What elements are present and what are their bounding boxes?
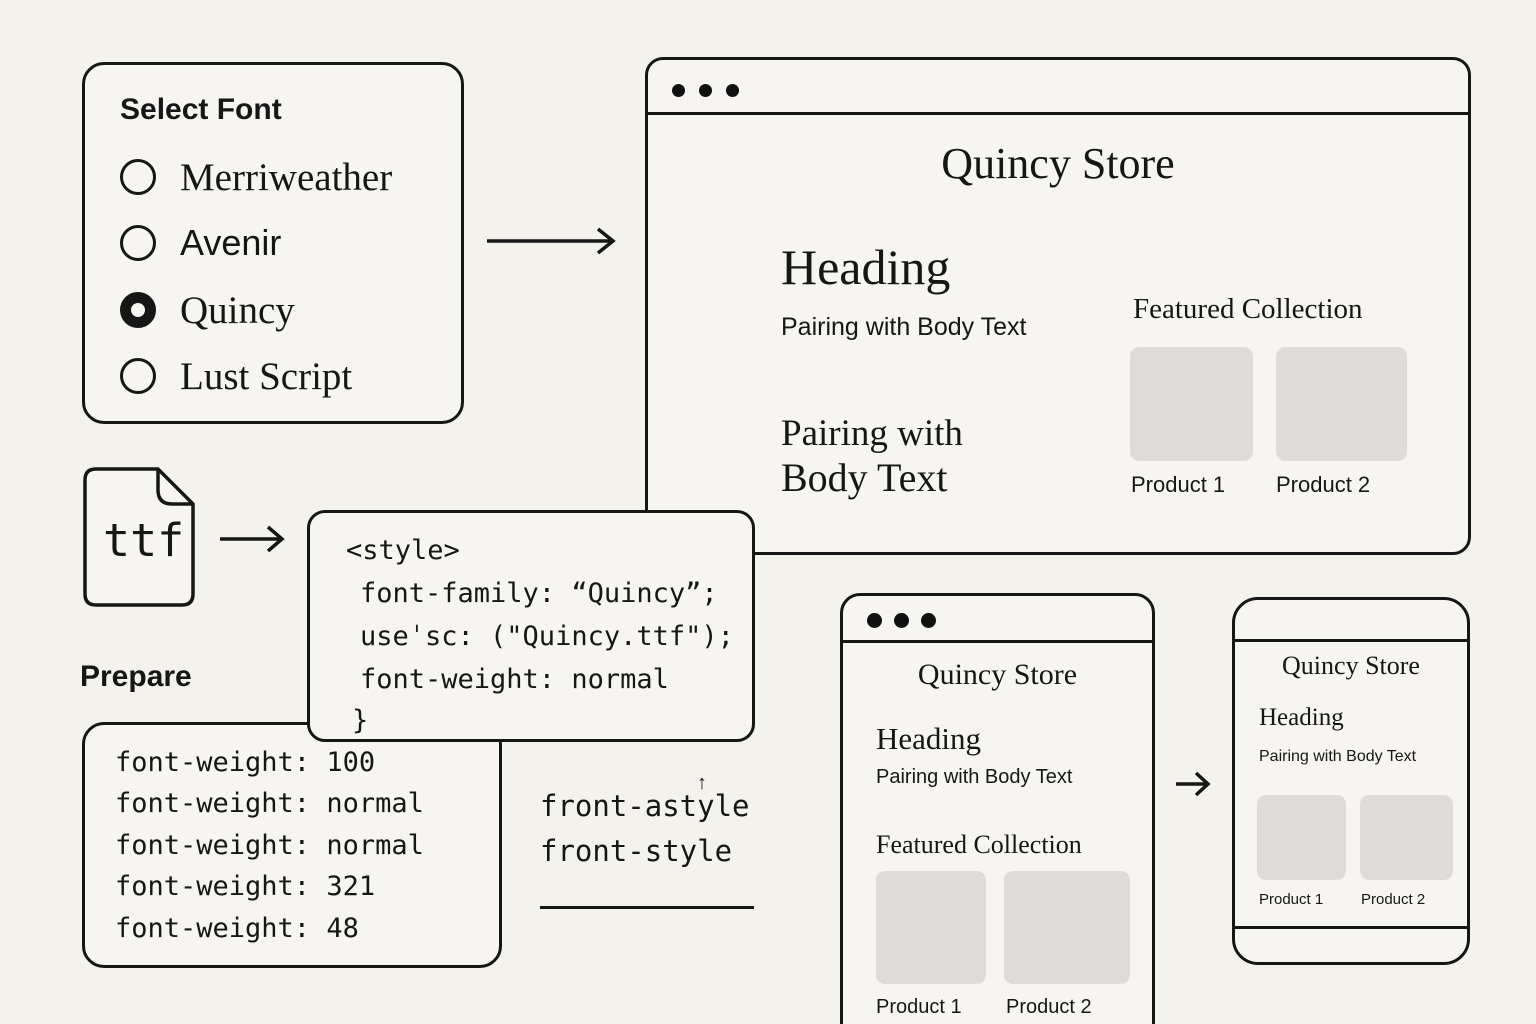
product-label: Product 1	[1259, 891, 1324, 908]
font-weight-line: font-weight: normal	[115, 788, 424, 819]
css-line: useˈsc: ("Quincy.ttf");	[360, 621, 734, 652]
window-dot-icon	[726, 84, 739, 97]
font-picker-panel: Select Font Merriweather Avenir Quincy L…	[82, 62, 464, 424]
window-dot-icon	[699, 84, 712, 97]
font-picker-title: Select Font	[120, 93, 282, 126]
preview-body-pairing: Pairing with Body Text	[781, 313, 1027, 341]
preview-heading: Heading	[781, 239, 951, 295]
featured-collection-title: Featured Collection	[876, 830, 1082, 859]
radio-unselected-icon	[120, 358, 156, 394]
font-option-label: Merriweather	[180, 155, 393, 199]
font-option-label: Avenir	[180, 222, 282, 263]
text-cursor-icon: ↑	[697, 772, 707, 794]
arrow-right-icon	[218, 524, 296, 554]
preview-heading: Heading	[876, 721, 982, 756]
product-label: Product 2	[1006, 996, 1092, 1018]
font-option-label: Lust Script	[180, 354, 353, 398]
arrow-right-icon	[1174, 769, 1220, 799]
font-option-merriweather[interactable]: Merriweather	[120, 151, 392, 203]
desktop-titlebar	[648, 60, 1468, 115]
product-label: Product 1	[1131, 472, 1226, 497]
css-line: }	[352, 705, 369, 736]
css-snippet-card: <style> font-family: “Quincy”; useˈsc: (…	[307, 510, 755, 742]
arrow-right-icon	[485, 226, 627, 256]
preview-body-pairing: Pairing with Body Text	[1259, 748, 1417, 765]
desktop-preview-window: Quincy Store Heading Pairing with Body T…	[645, 57, 1471, 555]
font-option-quincy[interactable]: Quincy	[120, 284, 295, 336]
font-weight-line: font-weight: 321	[115, 871, 376, 902]
pairing-large-line1: Pairing with	[781, 413, 963, 454]
style-underline	[540, 906, 754, 909]
product-label: Product 1	[876, 996, 962, 1018]
product-image-placeholder	[1004, 871, 1130, 984]
product-image-placeholder	[1257, 795, 1346, 880]
font-option-label: Quincy	[180, 288, 295, 332]
product-image-placeholder	[1360, 795, 1453, 880]
store-title: Quincy Store	[941, 139, 1175, 188]
font-weight-line: font-weight: 100	[115, 747, 376, 778]
phone-top-bezel	[1235, 600, 1467, 642]
window-dot-icon	[672, 84, 685, 97]
font-weight-line: font-weight: 48	[115, 913, 359, 944]
css-line: font-family: “Quincy”;	[360, 578, 718, 609]
radio-selected-icon	[120, 292, 156, 328]
radio-unselected-icon	[120, 159, 156, 195]
window-dot-icon	[894, 613, 909, 628]
font-weight-line: font-weight: normal	[115, 830, 424, 861]
ttf-file-icon: ttf	[82, 466, 196, 608]
preview-heading: Heading	[1259, 704, 1344, 731]
style-scribble-line1: front-astyle	[540, 789, 750, 823]
font-option-avenir[interactable]: Avenir	[120, 217, 281, 269]
css-line: <style>	[346, 535, 460, 566]
product-label: Product 2	[1361, 891, 1426, 908]
product-label: Product 2	[1276, 472, 1371, 497]
ttf-file-label: ttf	[103, 514, 185, 567]
tablet-preview-window: Quincy Store Heading Pairing with Body T…	[840, 593, 1155, 1024]
font-option-lust-script[interactable]: Lust Script	[120, 350, 352, 402]
phone-preview-window: Quincy Store Heading Pairing with Body T…	[1232, 597, 1470, 965]
prepare-label: Prepare	[80, 660, 192, 693]
product-image-placeholder	[876, 871, 986, 984]
product-image-placeholder	[1276, 347, 1407, 461]
radio-unselected-icon	[120, 225, 156, 261]
window-dot-icon	[921, 613, 936, 628]
store-title: Quincy Store	[1282, 651, 1420, 680]
font-weight-list-panel: font-weight: 100 font-weight: normal fon…	[82, 722, 502, 968]
phone-bottom-bezel-line	[1235, 926, 1467, 929]
pairing-large-line2: Body Text	[781, 455, 948, 500]
product-image-placeholder	[1130, 347, 1253, 461]
window-dot-icon	[867, 613, 882, 628]
preview-body-pairing: Pairing with Body Text	[876, 766, 1073, 788]
style-scribble-line2: front-style	[540, 834, 733, 868]
tablet-titlebar	[843, 596, 1152, 643]
css-line: font-weight: normal	[360, 664, 669, 695]
featured-collection-title: Featured Collection	[1133, 293, 1363, 325]
store-title: Quincy Store	[917, 658, 1078, 691]
